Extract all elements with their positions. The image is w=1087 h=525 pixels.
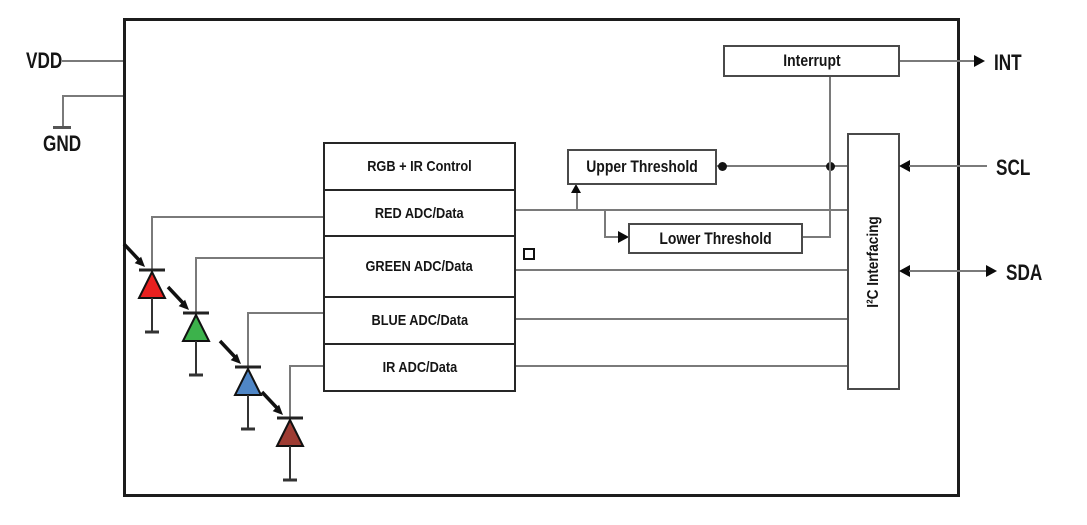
stack-row-label: RED ADC/Data	[375, 204, 464, 222]
green-photodiode-triangle	[181, 312, 211, 342]
sda-pin-label: SDA	[1006, 260, 1043, 285]
blue-feed-wire	[247, 312, 324, 314]
light-arrowhead-icon	[272, 404, 283, 415]
adc-control-stack: RGB + IR Control RED ADC/Data GREEN ADC/…	[323, 142, 516, 392]
upper-threshold-branch	[576, 192, 578, 210]
i2c-interfacing-block: I²C Interfacing	[847, 133, 900, 390]
ir-photodiode	[260, 390, 305, 482]
ir-data-bus	[516, 365, 848, 367]
ir-feed-wire	[289, 365, 324, 367]
lower-threshold-label: Lower Threshold	[659, 228, 772, 248]
light-arrow-icon	[218, 339, 237, 359]
light-arrowhead-icon	[134, 256, 145, 267]
stack-row-label: RGB + IR Control	[367, 158, 472, 175]
light-arrow-icon	[260, 390, 279, 410]
light-arrowhead-icon	[178, 299, 189, 310]
int-wire	[900, 60, 976, 62]
stack-row-green-adc: GREEN ADC/Data	[325, 235, 514, 296]
stack-row-rgb-ir-control: RGB + IR Control	[325, 144, 514, 189]
green-photodiode	[166, 285, 211, 377]
red-photodiode	[122, 242, 167, 334]
upper-threshold-wire	[717, 165, 848, 167]
stack-row-label: IR ADC/Data	[382, 359, 457, 376]
marker-square-icon	[523, 248, 535, 260]
stack-row-ir-adc: IR ADC/Data	[325, 343, 514, 390]
sda-wire	[909, 270, 988, 272]
ir-feed-riser	[289, 365, 291, 419]
red-data-bus	[516, 209, 848, 211]
stack-row-label: BLUE ADC/Data	[371, 312, 468, 329]
interrupt-label: Interrupt	[782, 51, 841, 70]
arrowhead-left-icon	[899, 160, 910, 172]
lower-threshold-branch-horizontal	[604, 236, 620, 238]
arrowhead-right-icon	[986, 265, 997, 277]
int-pin-label: INT	[994, 50, 1022, 75]
lower-threshold-to-interrupt-wire	[803, 236, 830, 238]
arrowhead-up-icon	[571, 184, 581, 193]
arrowhead-right-icon	[618, 231, 629, 243]
gnd-wire-vertical	[62, 95, 64, 127]
upper-threshold-block: Upper Threshold	[567, 149, 717, 185]
green-feed-riser	[195, 257, 197, 314]
red-feed-wire	[151, 216, 324, 218]
green-feed-wire	[195, 257, 324, 259]
light-arrow-icon	[122, 242, 141, 262]
arrowhead-left-icon	[899, 265, 910, 277]
junction-dot	[718, 162, 727, 171]
interrupt-wire-vertical	[829, 77, 831, 238]
i2c-interfacing-label: I²C Interfacing	[864, 215, 882, 308]
blue-data-bus	[516, 318, 848, 320]
lower-threshold-branch-vertical	[604, 209, 606, 238]
gnd-wire-horizontal	[62, 95, 123, 97]
lower-threshold-block: Lower Threshold	[628, 223, 803, 254]
blue-feed-riser	[247, 312, 249, 368]
scl-pin-label: SCL	[996, 155, 1031, 180]
stack-row-red-adc: RED ADC/Data	[325, 189, 514, 235]
light-arrowhead-icon	[230, 353, 241, 364]
vdd-wire	[62, 60, 123, 62]
red-feed-riser	[151, 216, 153, 271]
interrupt-block: Interrupt	[723, 45, 900, 77]
ir-photodiode-triangle	[275, 417, 305, 447]
scl-wire	[909, 165, 987, 167]
arrowhead-right-icon	[974, 55, 985, 67]
vdd-pin-label: VDD	[26, 48, 63, 73]
light-arrow-icon	[166, 285, 185, 305]
green-data-bus	[516, 269, 848, 271]
stack-row-blue-adc: BLUE ADC/Data	[325, 296, 514, 343]
chip-outline	[123, 18, 960, 497]
gnd-pin-label: GND	[43, 131, 82, 156]
upper-threshold-label: Upper Threshold	[586, 157, 698, 176]
ground-icon	[53, 126, 71, 129]
stack-row-label: GREEN ADC/Data	[365, 258, 474, 275]
blue-photodiode	[218, 339, 263, 431]
